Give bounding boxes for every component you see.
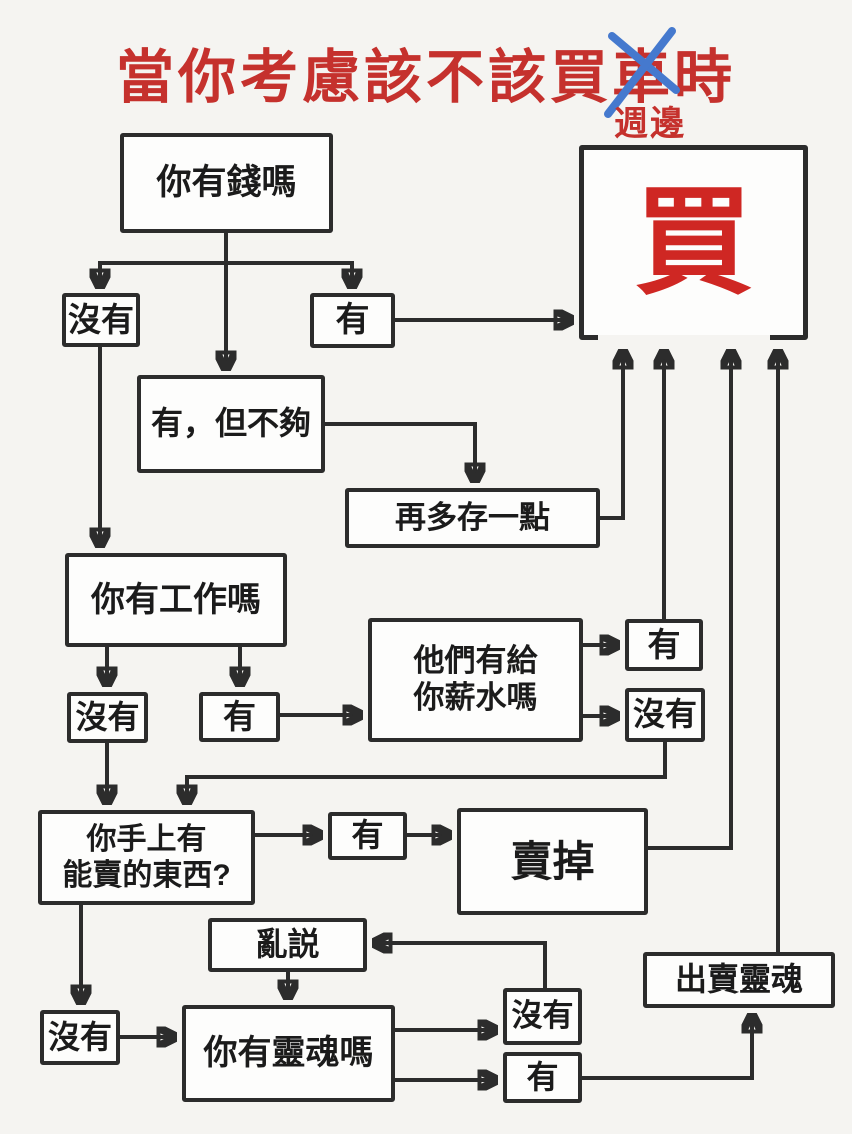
node-money-no: 沒有: [62, 293, 140, 347]
edge-soulyes-to-sellsoul: [582, 1016, 752, 1080]
node-sell-soul: 出賣靈魂: [643, 952, 835, 1008]
node-label: 沒有: [511, 998, 574, 1034]
node-sell-it: 賣掉: [457, 808, 648, 915]
node-label: 沒有: [68, 300, 134, 338]
node-label: 有: [351, 817, 384, 854]
node-label: 你有靈魂嗎: [203, 1034, 374, 1073]
node-salary-no: 沒有: [625, 688, 705, 742]
node-label: 亂説: [255, 926, 320, 963]
edge-salaryno-to-sell: [187, 742, 667, 802]
node-label: 再多存一點: [395, 499, 550, 535]
node-buy: 買: [579, 145, 808, 340]
node-label: 你有工作嗎: [91, 580, 261, 619]
edge-sellit-to-buy: [648, 352, 731, 850]
node-job-no: 沒有: [67, 692, 148, 743]
edge-soulno-to-nonsense: [375, 943, 547, 988]
page-title: 當你考慮該不該買車週邊時: [0, 27, 852, 143]
node-label: 有，但不夠: [150, 405, 311, 442]
node-label: 有: [223, 697, 256, 735]
node-sellable-things-question: 你手上有 能賣的東西?: [38, 810, 255, 905]
node-label: 有: [647, 625, 681, 663]
node-label: 有: [526, 1058, 559, 1095]
title-replacement-word: 週邊: [613, 105, 686, 143]
node-money-not-enough: 有，但不夠: [137, 375, 325, 473]
node-have-job-question: 你有工作嗎: [65, 553, 287, 647]
node-label: 你有錢嗎: [156, 163, 297, 203]
edge-money-to-no: [100, 261, 228, 286]
node-label: 沒有: [632, 696, 697, 733]
title-part2: 時: [674, 45, 737, 110]
node-nonsense: 亂説: [208, 918, 367, 972]
node-label: 沒有: [47, 1018, 112, 1055]
node-label: 有: [335, 301, 370, 340]
node-label-line2: 能賣的東西?: [62, 858, 231, 892]
edge-notenough-to-save: [325, 422, 475, 480]
node-sell-no: 沒有: [40, 1010, 120, 1065]
title-crossed-word: 車週邊: [603, 27, 684, 143]
open-bottom-border: [598, 335, 770, 340]
node-label-line1: 你手上有: [86, 823, 207, 857]
node-label: 出賣靈魂: [674, 961, 803, 998]
node-money-yes: 有: [310, 293, 395, 348]
edge-save-to-buy: [600, 352, 623, 520]
node-label-line1: 他們有給: [413, 643, 538, 679]
node-salary-question: 他們有給 你薪水嗎: [368, 618, 583, 742]
node-job-yes: 有: [199, 692, 280, 742]
node-salary-yes: 有: [625, 619, 703, 671]
node-buy-label: 買: [634, 176, 753, 309]
node-sell-yes: 有: [328, 812, 407, 860]
node-label: 沒有: [75, 698, 140, 735]
edge-money-to-yes: [224, 261, 352, 286]
node-soul-no: 沒有: [503, 988, 582, 1045]
node-have-money-question: 你有錢嗎: [120, 133, 333, 233]
node-save-more: 再多存一點: [345, 488, 600, 548]
node-label-line2: 你薪水嗎: [413, 680, 538, 715]
node-label: 賣掉: [510, 837, 595, 885]
node-have-soul-question: 你有靈魂嗎: [182, 1005, 395, 1102]
node-soul-yes: 有: [503, 1052, 582, 1103]
title-part1: 當你考慮該不該買: [115, 45, 612, 110]
